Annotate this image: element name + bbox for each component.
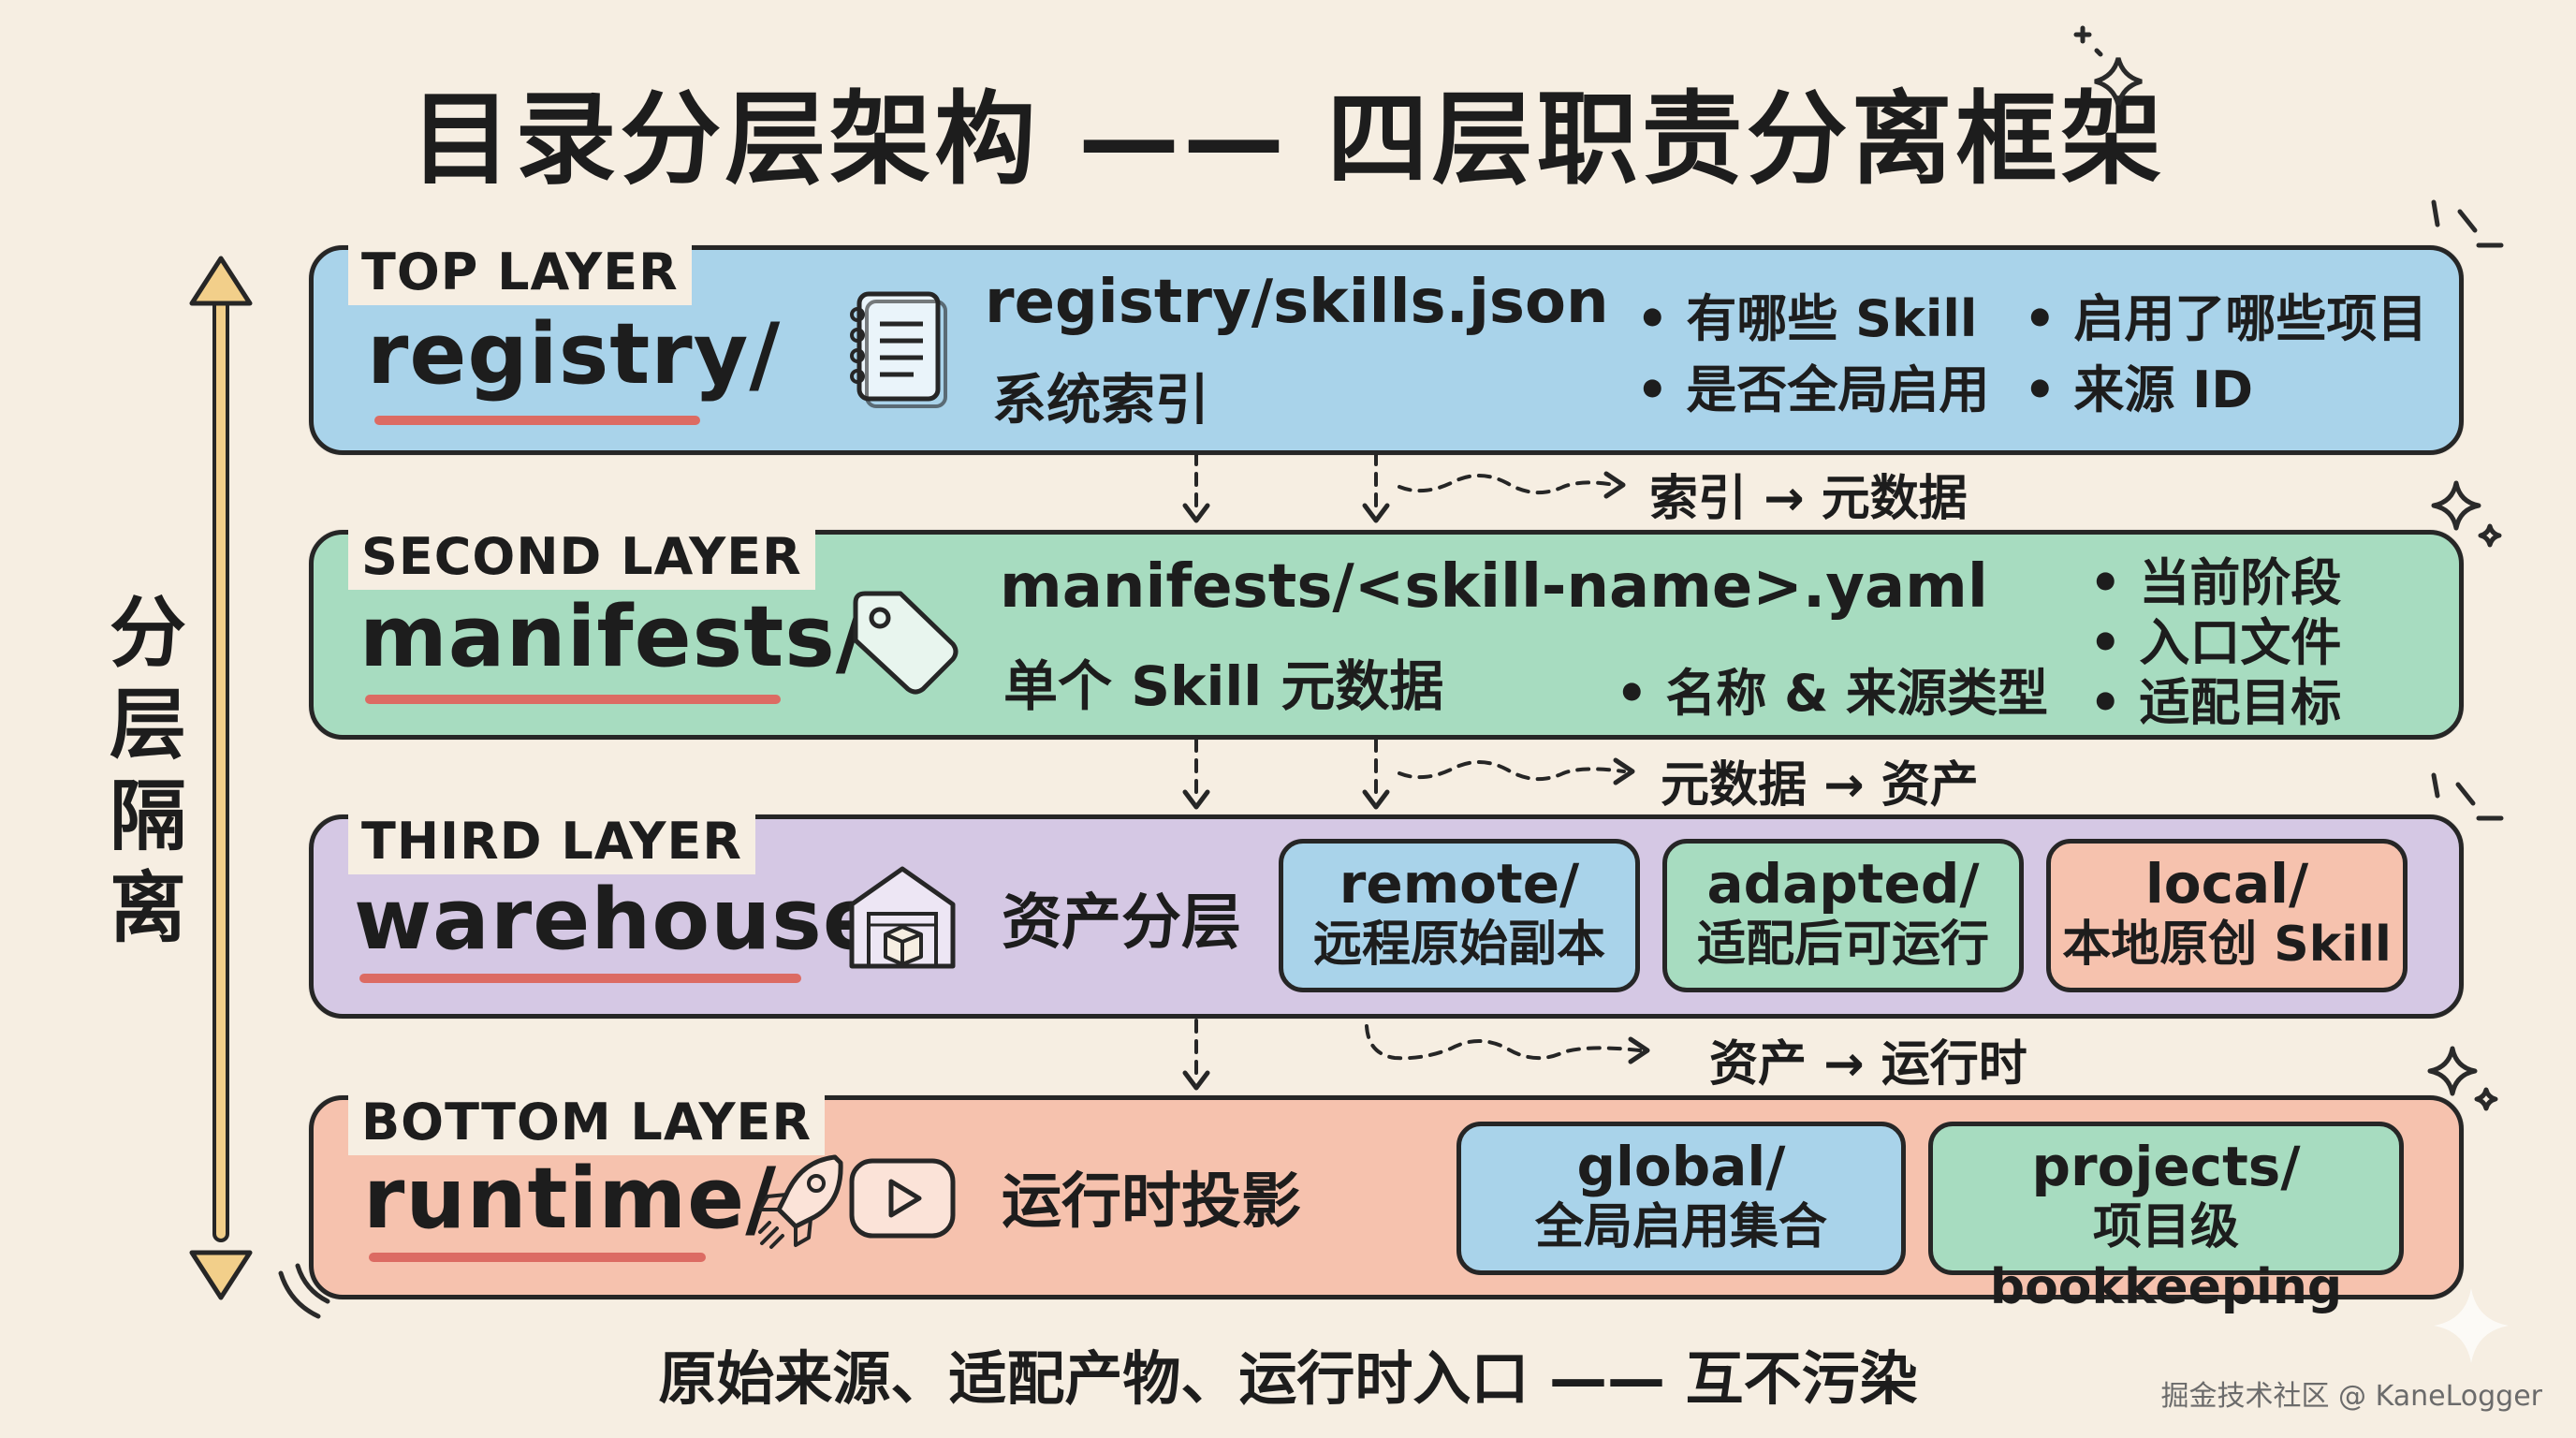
layer-manifests-bullet: • 适配目标: [2089, 673, 2342, 732]
sparkle-icon: [2073, 25, 2143, 106]
rocket-icon: [758, 1154, 843, 1249]
flow-label: 元数据 → 资产: [1661, 757, 1979, 814]
layer-registry-bullet: • 有哪些 Skill: [1636, 289, 1978, 348]
layer-manifests-bullet: • 名称 & 来源类型: [1616, 664, 2049, 723]
sparkle-icon: [2431, 480, 2502, 548]
dir-underline: [374, 416, 700, 425]
footer-caption: 原始来源、适配产物、运行时入口 —— 互不污染: [658, 1344, 1918, 1413]
box-desc: 全局启用集合: [1534, 1199, 1827, 1255]
flow-arrows: [1194, 451, 1642, 1084]
warehouse-icon: [849, 866, 956, 969]
play-icon: [849, 1158, 956, 1239]
layer-registry-dir: registry/: [367, 305, 782, 404]
layer-warehouse-heading: 资产分层: [1002, 888, 1241, 958]
box-desc: 项目级 bookkeeping: [1989, 1199, 2343, 1315]
box-desc: 远程原始副本: [1312, 917, 1605, 973]
layer-manifests-sub: 单个 Skill 元数据: [1003, 654, 1444, 718]
layer-manifests-tag: SECOND LAYER: [348, 524, 815, 590]
box-desc: 本地原创 Skill: [2062, 917, 2392, 973]
dir-underline: [365, 695, 781, 704]
dir-underline: [369, 1253, 706, 1262]
layer-runtime-tag: BOTTOM LAYER: [348, 1090, 826, 1155]
layer-manifests-dir: manifests/: [359, 588, 868, 686]
box-title: global/: [1576, 1135, 1786, 1198]
runtime-projects-box: projects/ 项目级 bookkeeping: [1928, 1122, 2404, 1315]
accent-strokes: [2431, 199, 2504, 248]
box-title: remote/: [1339, 852, 1580, 916]
layer-manifests-bullet: • 当前阶段: [2089, 553, 2342, 612]
box-desc: 适配后可运行: [1696, 917, 1989, 973]
layer-registry-bullet: • 来源 ID: [2024, 360, 2254, 419]
watermark: 掘金技术社区 @ KaneLogger: [2160, 1380, 2543, 1413]
box-title: adapted/: [1706, 852, 1980, 916]
layer-registry-bullet: • 启用了哪些项目: [2024, 289, 2428, 348]
layer-manifests-heading: manifests/<skill-name>.yaml: [1000, 552, 1988, 622]
page-title: 目录分层架构 —— 四层职责分离框架: [410, 81, 2166, 198]
flow-label: 索引 → 元数据: [1649, 471, 1968, 527]
arrow-heads: [1182, 471, 1650, 1091]
vertical-double-arrow: [189, 256, 253, 1300]
tag-icon: [853, 591, 959, 695]
accent-strokes: [278, 1263, 330, 1319]
layer-warehouse-dir: warehouse/: [354, 871, 913, 969]
layer-runtime-heading: 运行时投影: [1002, 1167, 1301, 1237]
warehouse-adapted-box: adapted/ 适配后可运行: [1662, 839, 2024, 992]
warehouse-remote-box: remote/ 远程原始副本: [1279, 839, 1640, 992]
layer-registry-bullet: • 是否全局启用: [1636, 360, 1990, 419]
layer-manifests-panel: [309, 530, 2464, 740]
sparkle-icon: [2427, 1046, 2498, 1111]
box-title: projects/: [2031, 1135, 2301, 1198]
layer-runtime-dir: runtime/: [363, 1150, 778, 1248]
side-label: 分层隔离: [109, 589, 186, 953]
sparkle-icon: [2434, 1288, 2509, 1363]
accent-strokes: [2431, 772, 2504, 821]
layer-manifests-bullet: • 入口文件: [2089, 613, 2342, 672]
notebook-icon: [850, 291, 947, 408]
dir-underline: [359, 974, 801, 983]
box-title: local/: [2144, 852, 2309, 916]
runtime-global-box: global/ 全局启用集合: [1456, 1122, 1906, 1275]
flow-label: 资产 → 运行时: [1709, 1036, 2027, 1093]
layer-registry-sub: 系统索引: [992, 368, 1210, 432]
layer-registry-heading: registry/skills.json: [985, 268, 1609, 337]
layer-registry-tag: TOP LAYER: [348, 240, 692, 305]
warehouse-local-box: local/ 本地原创 Skill: [2046, 839, 2408, 992]
layer-warehouse-tag: THIRD LAYER: [348, 809, 755, 874]
